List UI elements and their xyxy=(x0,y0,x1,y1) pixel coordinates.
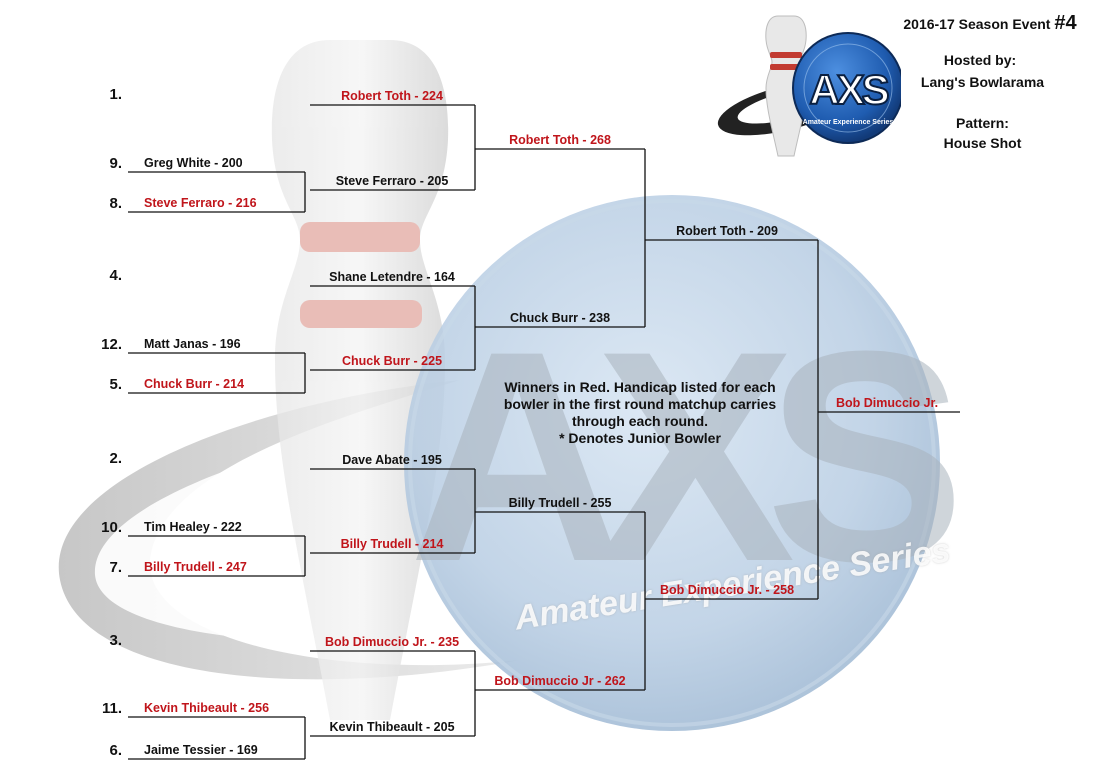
round1-bowler: Jaime Tessier - 169 xyxy=(144,743,258,757)
event-title: 2016-17 Season Event #4 xyxy=(890,12,1090,35)
round1-bowler: Steve Ferraro - 216 xyxy=(144,196,257,210)
round1-bowler: Billy Trudell - 247 xyxy=(144,560,247,574)
round2-bowler: Shane Letendre - 164 xyxy=(329,270,455,284)
round1-bowler: Chuck Burr - 214 xyxy=(144,377,245,391)
seed-number: 5. xyxy=(109,376,122,393)
axs-logo: AXS Amateur Experience Series xyxy=(717,15,901,157)
info-line-1: Winners in Red. Handicap listed for each xyxy=(504,379,776,395)
pattern-name: House Shot xyxy=(943,135,1022,151)
round2-bowler: Kevin Thibeault - 205 xyxy=(329,720,455,734)
svg-text:AXS: AXS xyxy=(409,288,958,624)
ball-watermark: AXS xyxy=(404,195,988,731)
round3-bowler: Bob Dimuccio Jr - 262 xyxy=(494,674,626,688)
seed-number: 12. xyxy=(101,336,122,353)
seed-number: 9. xyxy=(109,155,122,172)
seed-number: 11. xyxy=(101,700,122,717)
round3-bowler: Billy Trudell - 255 xyxy=(508,496,612,510)
info-line-4: * Denotes Junior Bowler xyxy=(559,430,721,446)
bracket-info: Winners in Red. Handicap listed for each… xyxy=(470,379,810,447)
seed-number: 2. xyxy=(109,450,122,467)
seed-number: 1. xyxy=(109,86,122,103)
round2-bowler: Bob Dimuccio Jr. - 235 xyxy=(324,635,460,649)
info-line-2: bowler in the first round matchup carrie… xyxy=(503,396,777,412)
round1-bowler: Matt Janas - 196 xyxy=(144,337,241,351)
swoosh-decoration xyxy=(58,380,520,680)
seed-number: 10. xyxy=(101,519,122,536)
round2-bowler: Steve Ferraro - 205 xyxy=(335,174,449,188)
round1-bowler: Kevin Thibeault - 256 xyxy=(144,701,270,715)
bowling-pin-watermark xyxy=(271,40,449,720)
round3-bowler: Robert Toth - 268 xyxy=(509,133,611,147)
round4-bowler: Bob Dimuccio Jr. - 258 xyxy=(659,583,795,597)
round3-bowler: Chuck Burr - 238 xyxy=(509,311,611,325)
host-name: Lang's Bowlarama xyxy=(920,74,1045,90)
logo-ring-text: Amateur Experience Series xyxy=(803,119,894,126)
seed-number: 7. xyxy=(109,559,122,576)
info-line-3: through each round. xyxy=(571,413,709,429)
round1-bowler: Greg White - 200 xyxy=(144,156,243,170)
champion-bowler: Bob Dimuccio Jr. xyxy=(836,396,939,410)
round2-bowler: Billy Trudell - 214 xyxy=(340,537,444,551)
round1-bowler: Tim Healey - 222 xyxy=(144,520,242,534)
round2-bowler: Dave Abate - 195 xyxy=(342,453,442,467)
seed-number: 3. xyxy=(109,632,122,649)
event-number: #4 xyxy=(1054,12,1077,34)
seed-number: 8. xyxy=(109,195,122,212)
seed-number: 6. xyxy=(109,742,122,759)
hosted-by-label: Hosted by: xyxy=(943,52,1017,68)
pattern-label: Pattern: xyxy=(956,115,1009,131)
event-title-text: 2016-17 Season Event xyxy=(903,16,1051,32)
round2-bowler: Robert Toth - 224 xyxy=(341,89,443,103)
round4-bowler: Robert Toth - 209 xyxy=(676,224,778,238)
seed-number: 4. xyxy=(109,267,122,284)
round2-bowler: Chuck Burr - 225 xyxy=(341,354,443,368)
logo-text: AXS xyxy=(809,66,888,113)
